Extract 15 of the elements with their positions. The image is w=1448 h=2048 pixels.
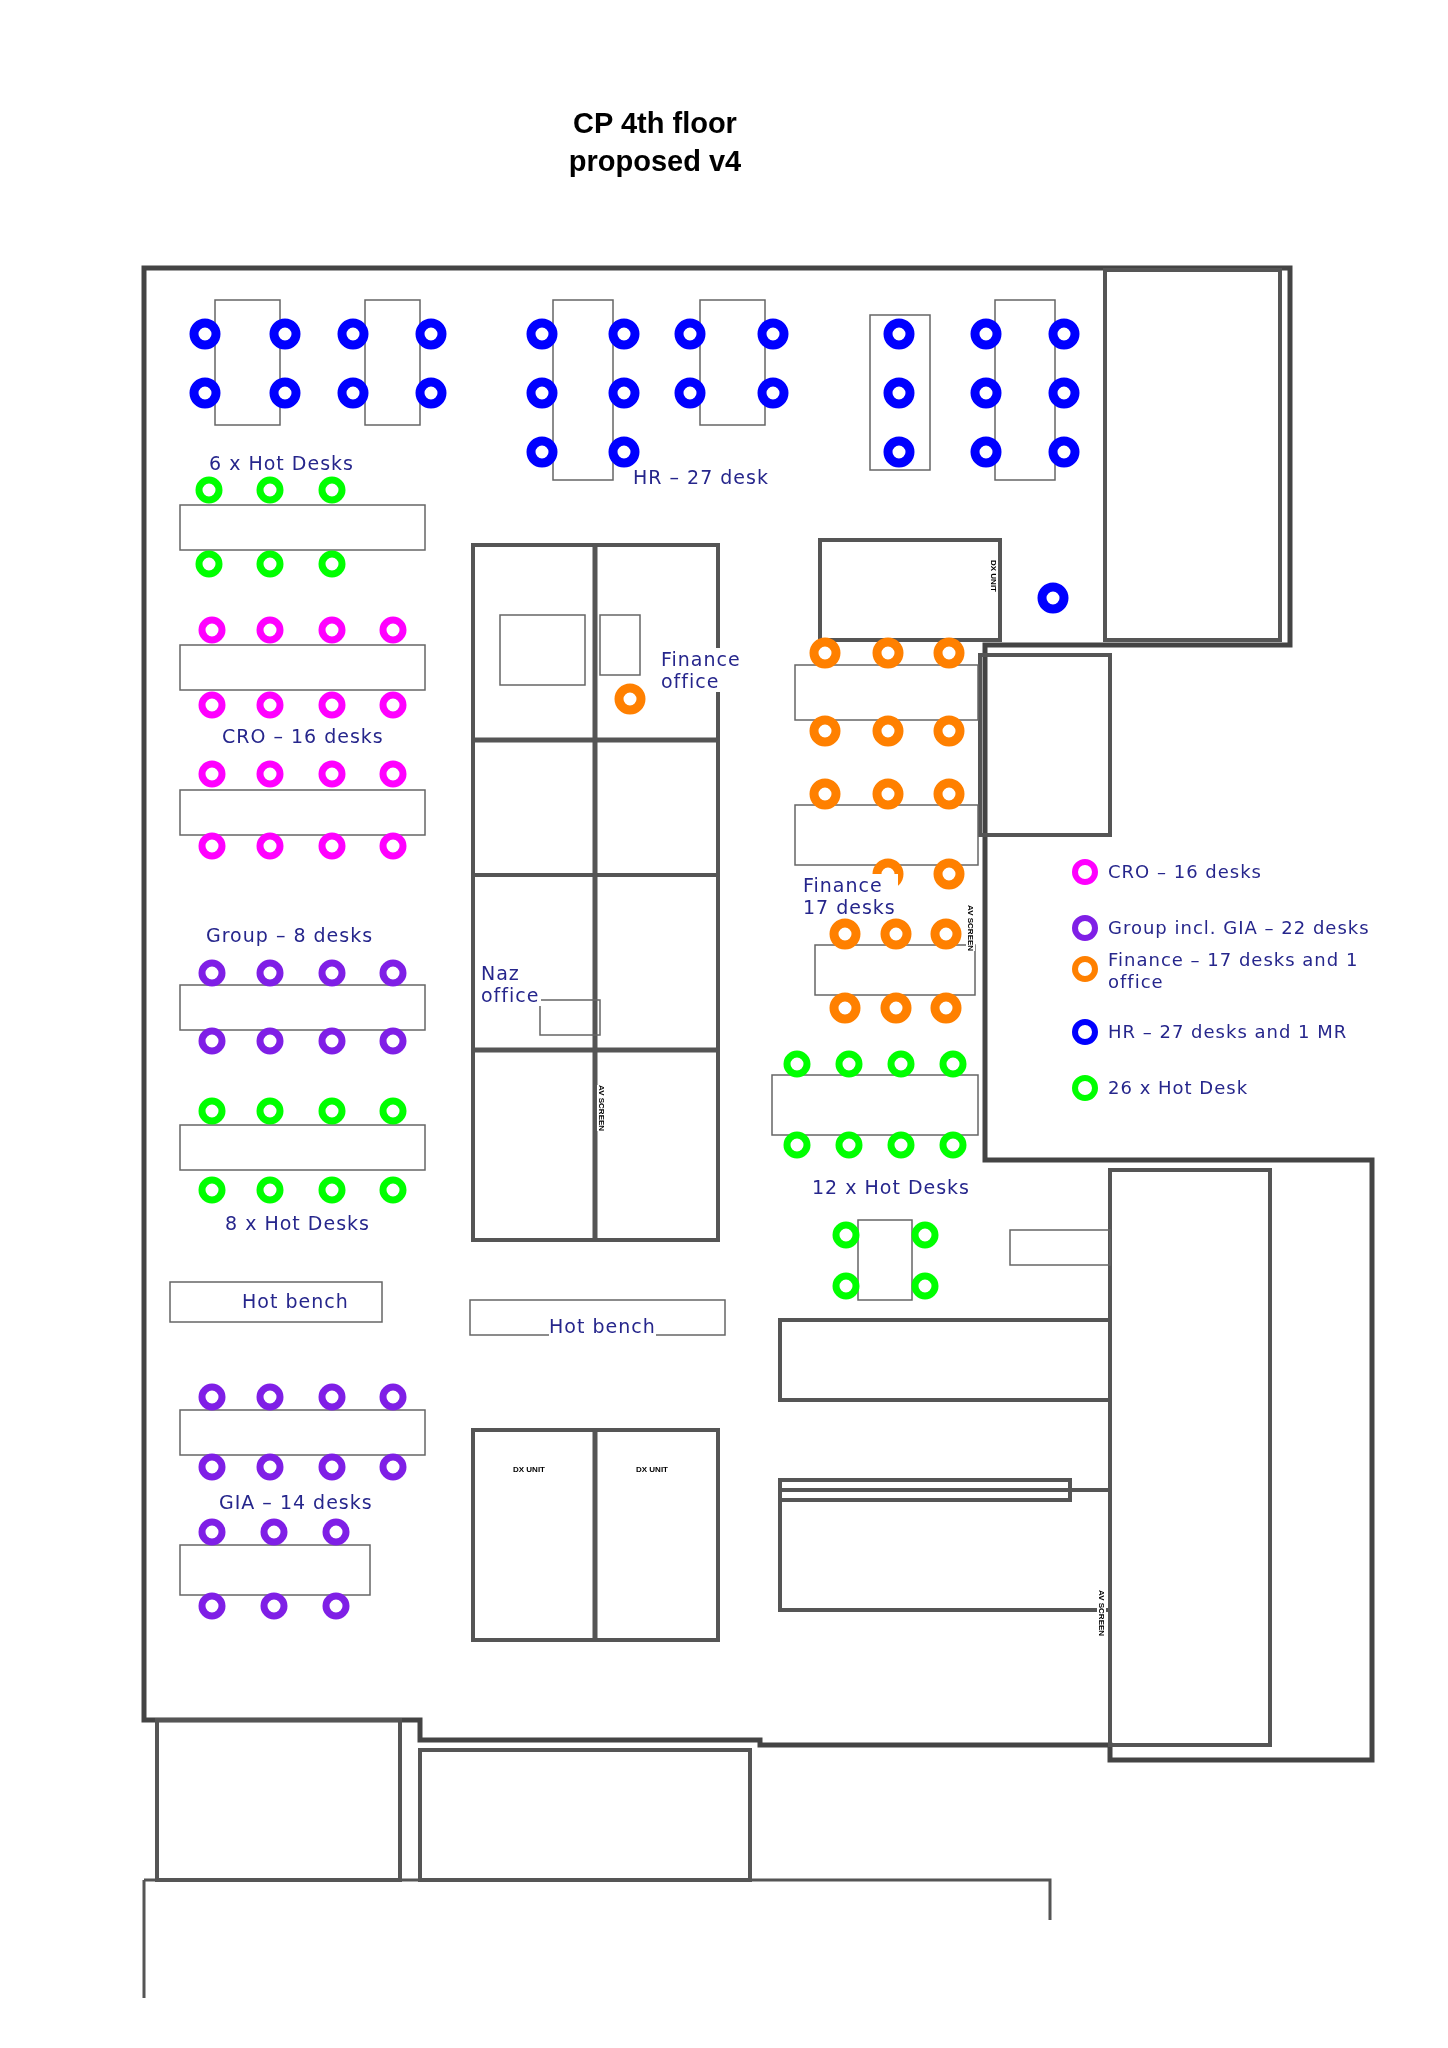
zone-label: Group – 8 desks bbox=[206, 924, 374, 946]
zone-label: Finance office bbox=[661, 648, 741, 692]
equipment-label: AV SCREEN bbox=[966, 905, 975, 952]
legend-label: HR – 27 desks and 1 MR bbox=[1108, 1021, 1349, 1043]
equipment-label: AV SCREEN bbox=[597, 1085, 606, 1132]
plan-title: CP 4th floor proposed v4 bbox=[567, 106, 743, 179]
zone-label: Hot bench bbox=[549, 1315, 656, 1337]
legend-label: CRO – 16 desks bbox=[1108, 861, 1263, 883]
legend-label: Finance – 17 desks and 1 office bbox=[1108, 949, 1360, 993]
equipment-label: DX UNIT bbox=[513, 1465, 545, 1474]
equipment-label: DX UNIT bbox=[989, 560, 998, 592]
equipment-label: DX UNIT bbox=[636, 1465, 668, 1474]
legend-label: 26 x Hot Desk bbox=[1108, 1077, 1250, 1099]
legend-label: Group incl. GIA – 22 desks bbox=[1108, 917, 1371, 939]
equipment-label: AV SCREEN bbox=[1097, 1590, 1106, 1637]
